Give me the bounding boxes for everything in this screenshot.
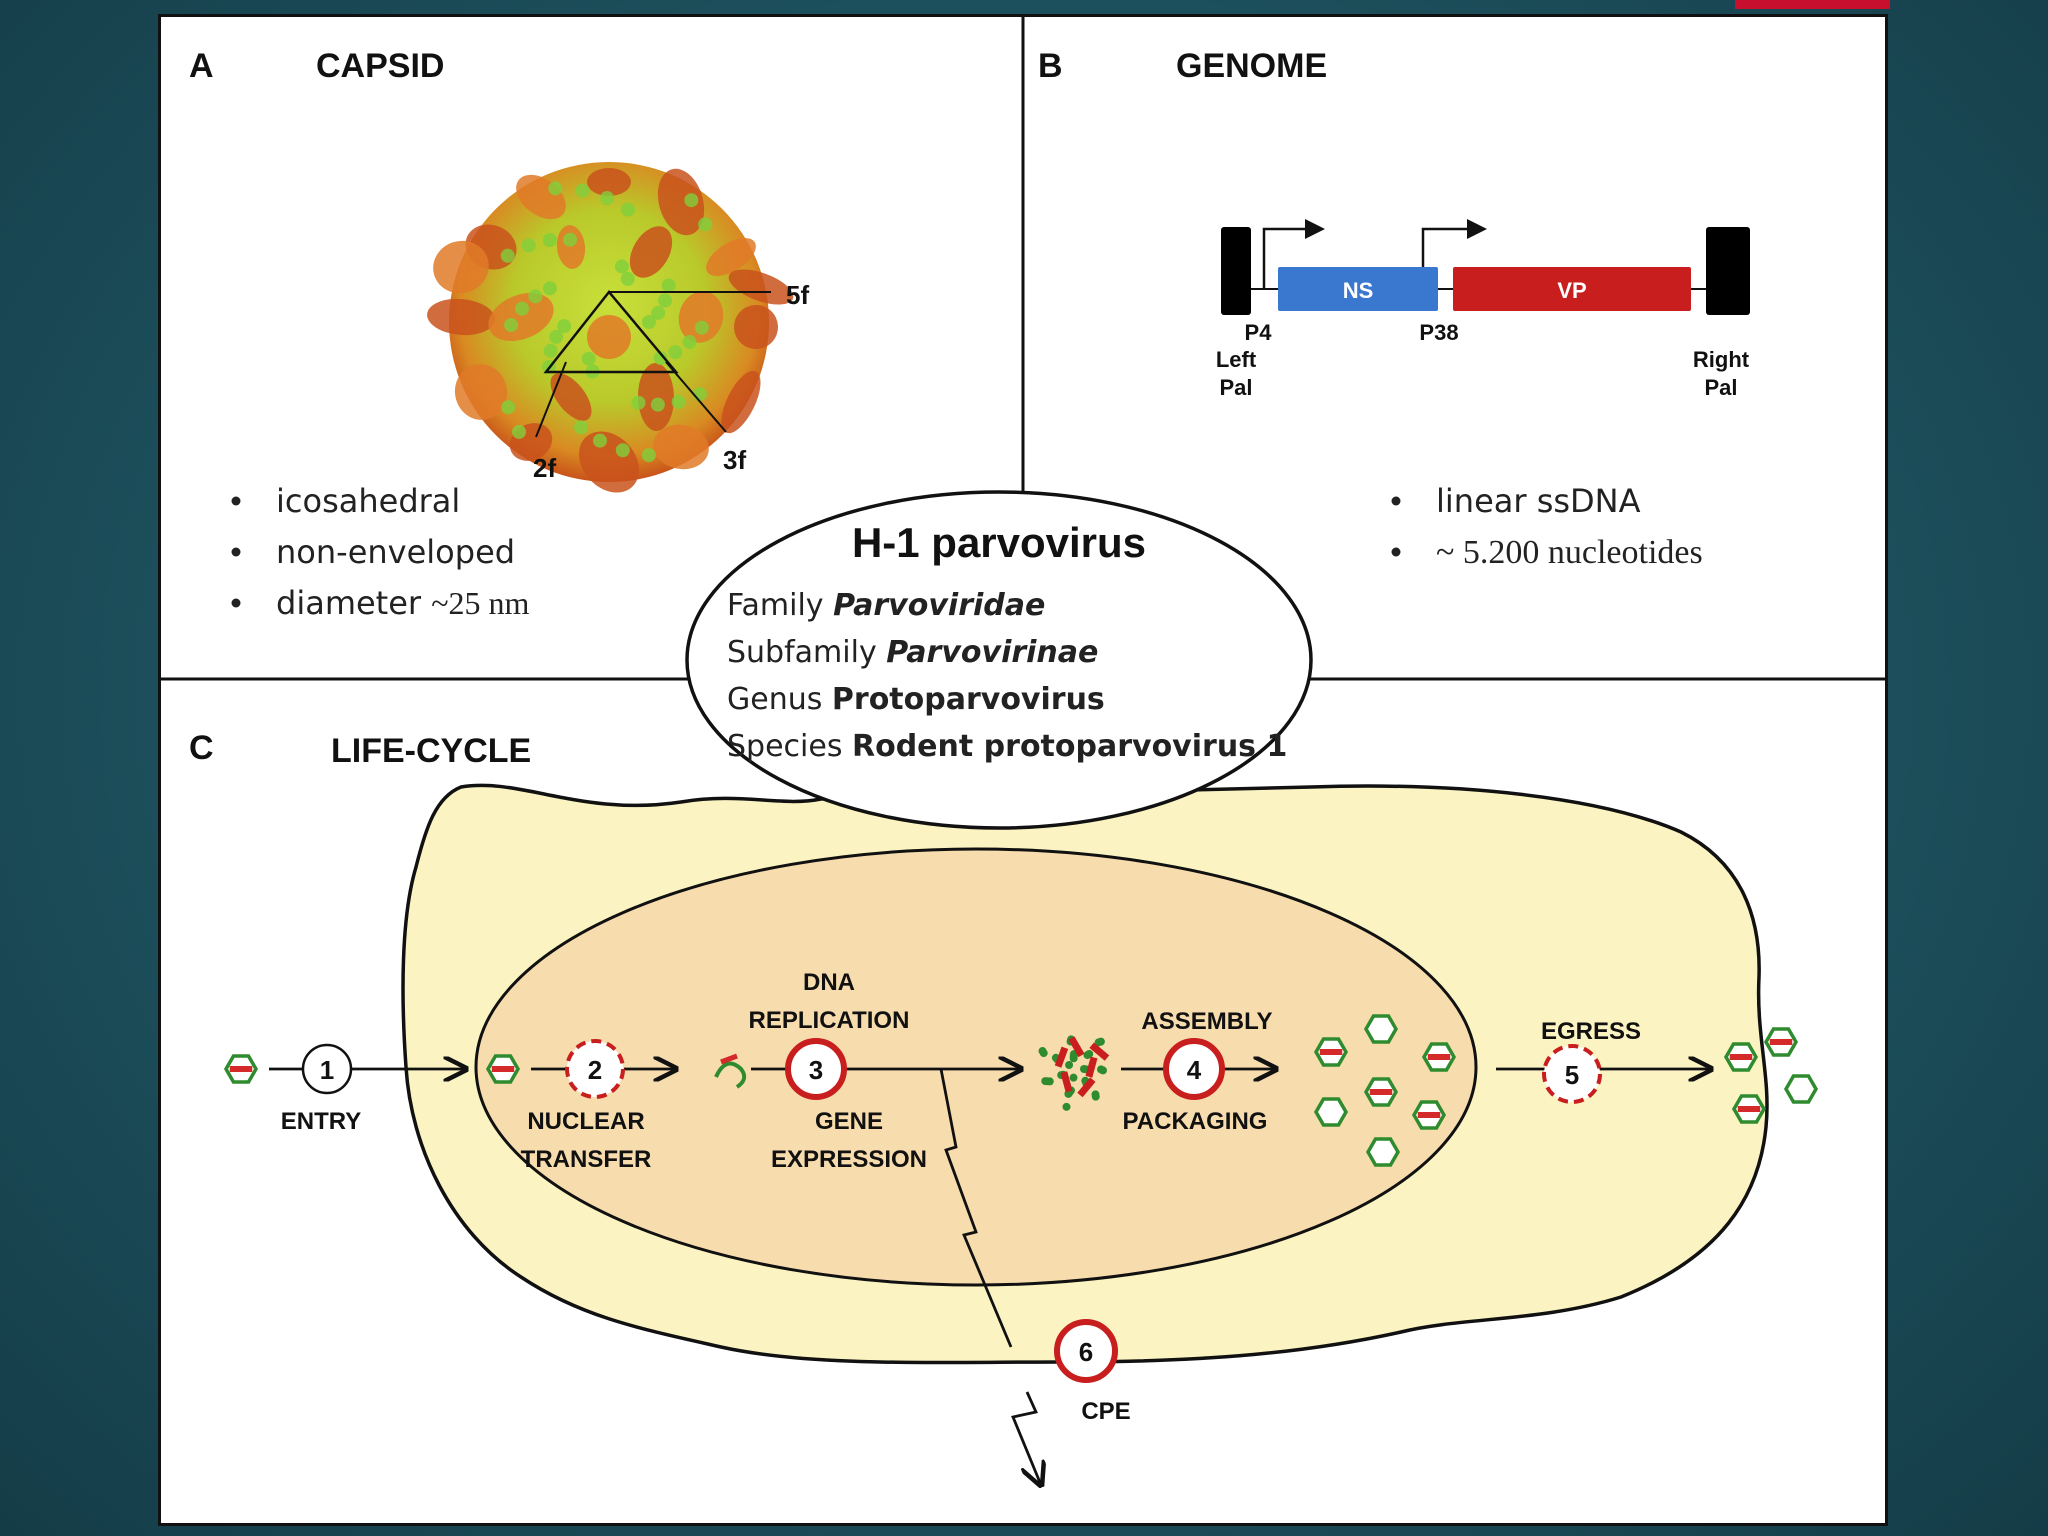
corner-red-mark	[1735, 0, 1890, 9]
left-pal-label-1: Left	[1216, 347, 1257, 372]
step-6-circle: 6	[1054, 1319, 1118, 1383]
capsid-image	[427, 162, 794, 493]
right-pal-label-1: Right	[1693, 347, 1750, 372]
step-3-label-bottom-1: GENE	[815, 1108, 883, 1135]
panel-a-letter: A	[189, 47, 214, 85]
promoter-p4-label: P4	[1245, 320, 1273, 345]
left-pal-label-2: Pal	[1219, 375, 1252, 400]
taxonomy-subfamily-name: Parvovirinae	[886, 635, 1098, 670]
genome-bullets: linear ssDNA ~ 5.200 nucleotides	[1391, 482, 1703, 571]
taxonomy-subfamily: Subfamily Parvovirinae	[727, 635, 1098, 670]
diameter-value: ~25 nm	[431, 585, 529, 621]
step-5-circle: 5	[1542, 1044, 1602, 1104]
diameter-label: diameter	[276, 584, 431, 622]
step-3-label-top-1: DNA	[803, 969, 855, 996]
taxonomy-genus-rank: Genus	[727, 682, 832, 717]
taxonomy-family: Family Parvoviridae	[727, 588, 1045, 623]
taxonomy-species-name: Rodent protoparvovirus 1	[852, 729, 1287, 764]
panel-c-letter: C	[189, 729, 214, 767]
vp-gene-box	[1453, 267, 1691, 311]
step-4-circle: 4	[1163, 1038, 1225, 1100]
promoter-p38-label: P38	[1419, 320, 1458, 345]
nucleus	[474, 847, 1478, 1287]
promoter-p4-arrow	[1262, 219, 1325, 289]
panel-b-title: GENOME	[1176, 47, 1327, 85]
panel-a-capsid: A CAPSID 5f 2f 3f icosahedral non-envelo…	[189, 47, 809, 622]
step-4-number: 4	[1187, 1055, 1202, 1085]
taxonomy-subfamily-rank: Subfamily	[727, 635, 886, 670]
taxonomy-genus: Genus Protoparvovirus	[727, 682, 1105, 717]
flow-arrows	[269, 1069, 1711, 1485]
taxonomy-box: H-1 parvovirus Family Parvoviridae Subfa…	[685, 490, 1313, 830]
promoter-p38-arrow	[1421, 219, 1487, 267]
panel-b-genome: B GENOME NS VP P4 P38 Left Pal Right Pal…	[1038, 47, 1750, 571]
capsid-bullets: icosahedral non-enveloped diameter ~25 n…	[231, 482, 530, 622]
bullet-icosahedral: icosahedral	[276, 482, 460, 520]
step-3-circle: 3	[785, 1038, 847, 1100]
panel-c-title: LIFE-CYCLE	[331, 732, 531, 770]
bullet-non-enveloped: non-enveloped	[276, 533, 515, 571]
step-2-circle: 2	[565, 1039, 625, 1099]
step-3-number: 3	[809, 1055, 823, 1085]
step-5-number: 5	[1565, 1060, 1579, 1090]
panel-b-letter: B	[1038, 47, 1063, 85]
step-3-label-bottom-2: EXPRESSION	[771, 1146, 927, 1173]
virion-icons	[223, 1014, 1819, 1167]
taxonomy-genus-name: Protoparvovirus	[832, 682, 1105, 717]
step-6-number: 6	[1079, 1337, 1093, 1367]
step-3-label-top-2: REPLICATION	[749, 1007, 910, 1034]
bullet-linear-ssdna: linear ssDNA	[1436, 482, 1641, 520]
taxonomy-species: Species Rodent protoparvovirus 1	[727, 729, 1287, 764]
taxonomy-family-rank: Family	[727, 588, 833, 623]
step-4-label-top: ASSEMBLY	[1141, 1008, 1272, 1035]
right-pal-label-2: Pal	[1704, 375, 1737, 400]
axis-label-2f: 2f	[533, 453, 556, 483]
bullet-nucleotides: ~ 5.200 nucleotides	[1436, 534, 1703, 571]
panel-a-title: CAPSID	[316, 47, 444, 85]
step-1-circle: 1	[301, 1043, 353, 1095]
vp-label: VP	[1557, 278, 1586, 303]
taxonomy-title: H-1 parvovirus	[852, 519, 1146, 566]
ns-label: NS	[1343, 278, 1374, 303]
step-6-label: CPE	[1081, 1398, 1130, 1425]
figure-panel: A CAPSID 5f 2f 3f icosahedral non-envelo…	[158, 14, 1888, 1526]
step-4-label-bottom: PACKAGING	[1123, 1108, 1268, 1135]
ns-gene-box	[1278, 267, 1438, 311]
step-5-label: EGRESS	[1541, 1018, 1641, 1045]
panel-c-life-cycle: C LIFE-CYCLE 1 2	[189, 729, 1819, 1485]
step-1-label: ENTRY	[281, 1108, 361, 1135]
step-2-label-1: NUCLEAR	[527, 1108, 644, 1135]
left-palindrome	[1221, 227, 1251, 315]
step-2-number: 2	[588, 1055, 602, 1085]
bullet-diameter: diameter ~25 nm	[276, 584, 530, 622]
step-1-number: 1	[320, 1055, 334, 1085]
genome-map: NS VP	[1221, 219, 1750, 315]
taxonomy-family-name: Parvoviridae	[833, 588, 1045, 623]
right-palindrome	[1706, 227, 1750, 315]
axis-label-3f: 3f	[723, 445, 746, 475]
taxonomy-species-rank: Species	[727, 729, 852, 764]
step-2-label-2: TRANSFER	[521, 1146, 652, 1173]
axis-label-5f: 5f	[786, 280, 809, 310]
